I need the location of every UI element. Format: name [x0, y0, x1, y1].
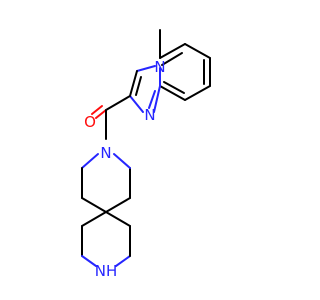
upper-piperidine-ring	[81, 153, 131, 213]
imidazole-ring	[129, 65, 161, 113]
carbonyl-group	[91, 95, 131, 140]
pyridine-ring	[159, 43, 211, 101]
n-pyridine-label: N	[154, 58, 165, 76]
n-imidazole-label: N	[144, 106, 155, 124]
o-carbonyl-label: O	[84, 113, 96, 131]
lower-piperidine-ring	[81, 211, 131, 267]
molecule-diagram: N N O N NH	[81, 29, 211, 280]
n-amine-label: NH	[95, 262, 118, 280]
n-amide-label: N	[100, 144, 111, 162]
structure-canvas: N N O N NH	[81, 29, 211, 280]
